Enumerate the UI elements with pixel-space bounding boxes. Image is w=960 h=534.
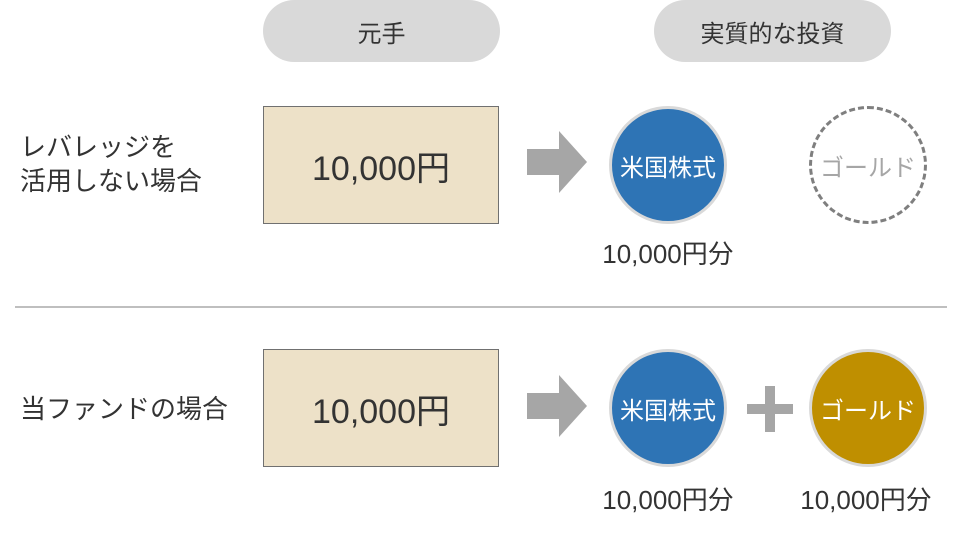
row2-gold-amount: 10,000円分	[800, 485, 932, 515]
row2-arrow-icon	[527, 375, 587, 437]
row2-us-stocks-amount: 10,000円分	[602, 485, 734, 515]
row2-us-stocks-circle: 米国株式	[609, 349, 727, 467]
row1-label-line1: レバレッジを	[20, 132, 177, 162]
plus-icon	[747, 386, 793, 432]
row1-principal-box: 10,000円	[263, 106, 499, 224]
row1-label: レバレッジを 活用しない場合	[20, 130, 202, 198]
row1-us-stocks-circle: 米国株式	[609, 106, 727, 224]
row1-arrow-icon	[527, 131, 587, 193]
header-effective-investment: 実質的な投資	[654, 0, 891, 62]
row1-us-stocks-amount: 10,000円分	[602, 239, 734, 269]
row1-gold-dashed-circle: ゴールド	[809, 106, 927, 224]
row2-principal-box: 10,000円	[263, 349, 499, 467]
row2-gold-circle: ゴールド	[809, 349, 927, 467]
header-principal: 元手	[263, 0, 500, 62]
row2-label: 当ファンドの場合	[20, 394, 229, 424]
divider	[15, 306, 947, 308]
row1-label-line2: 活用しない場合	[20, 166, 203, 196]
